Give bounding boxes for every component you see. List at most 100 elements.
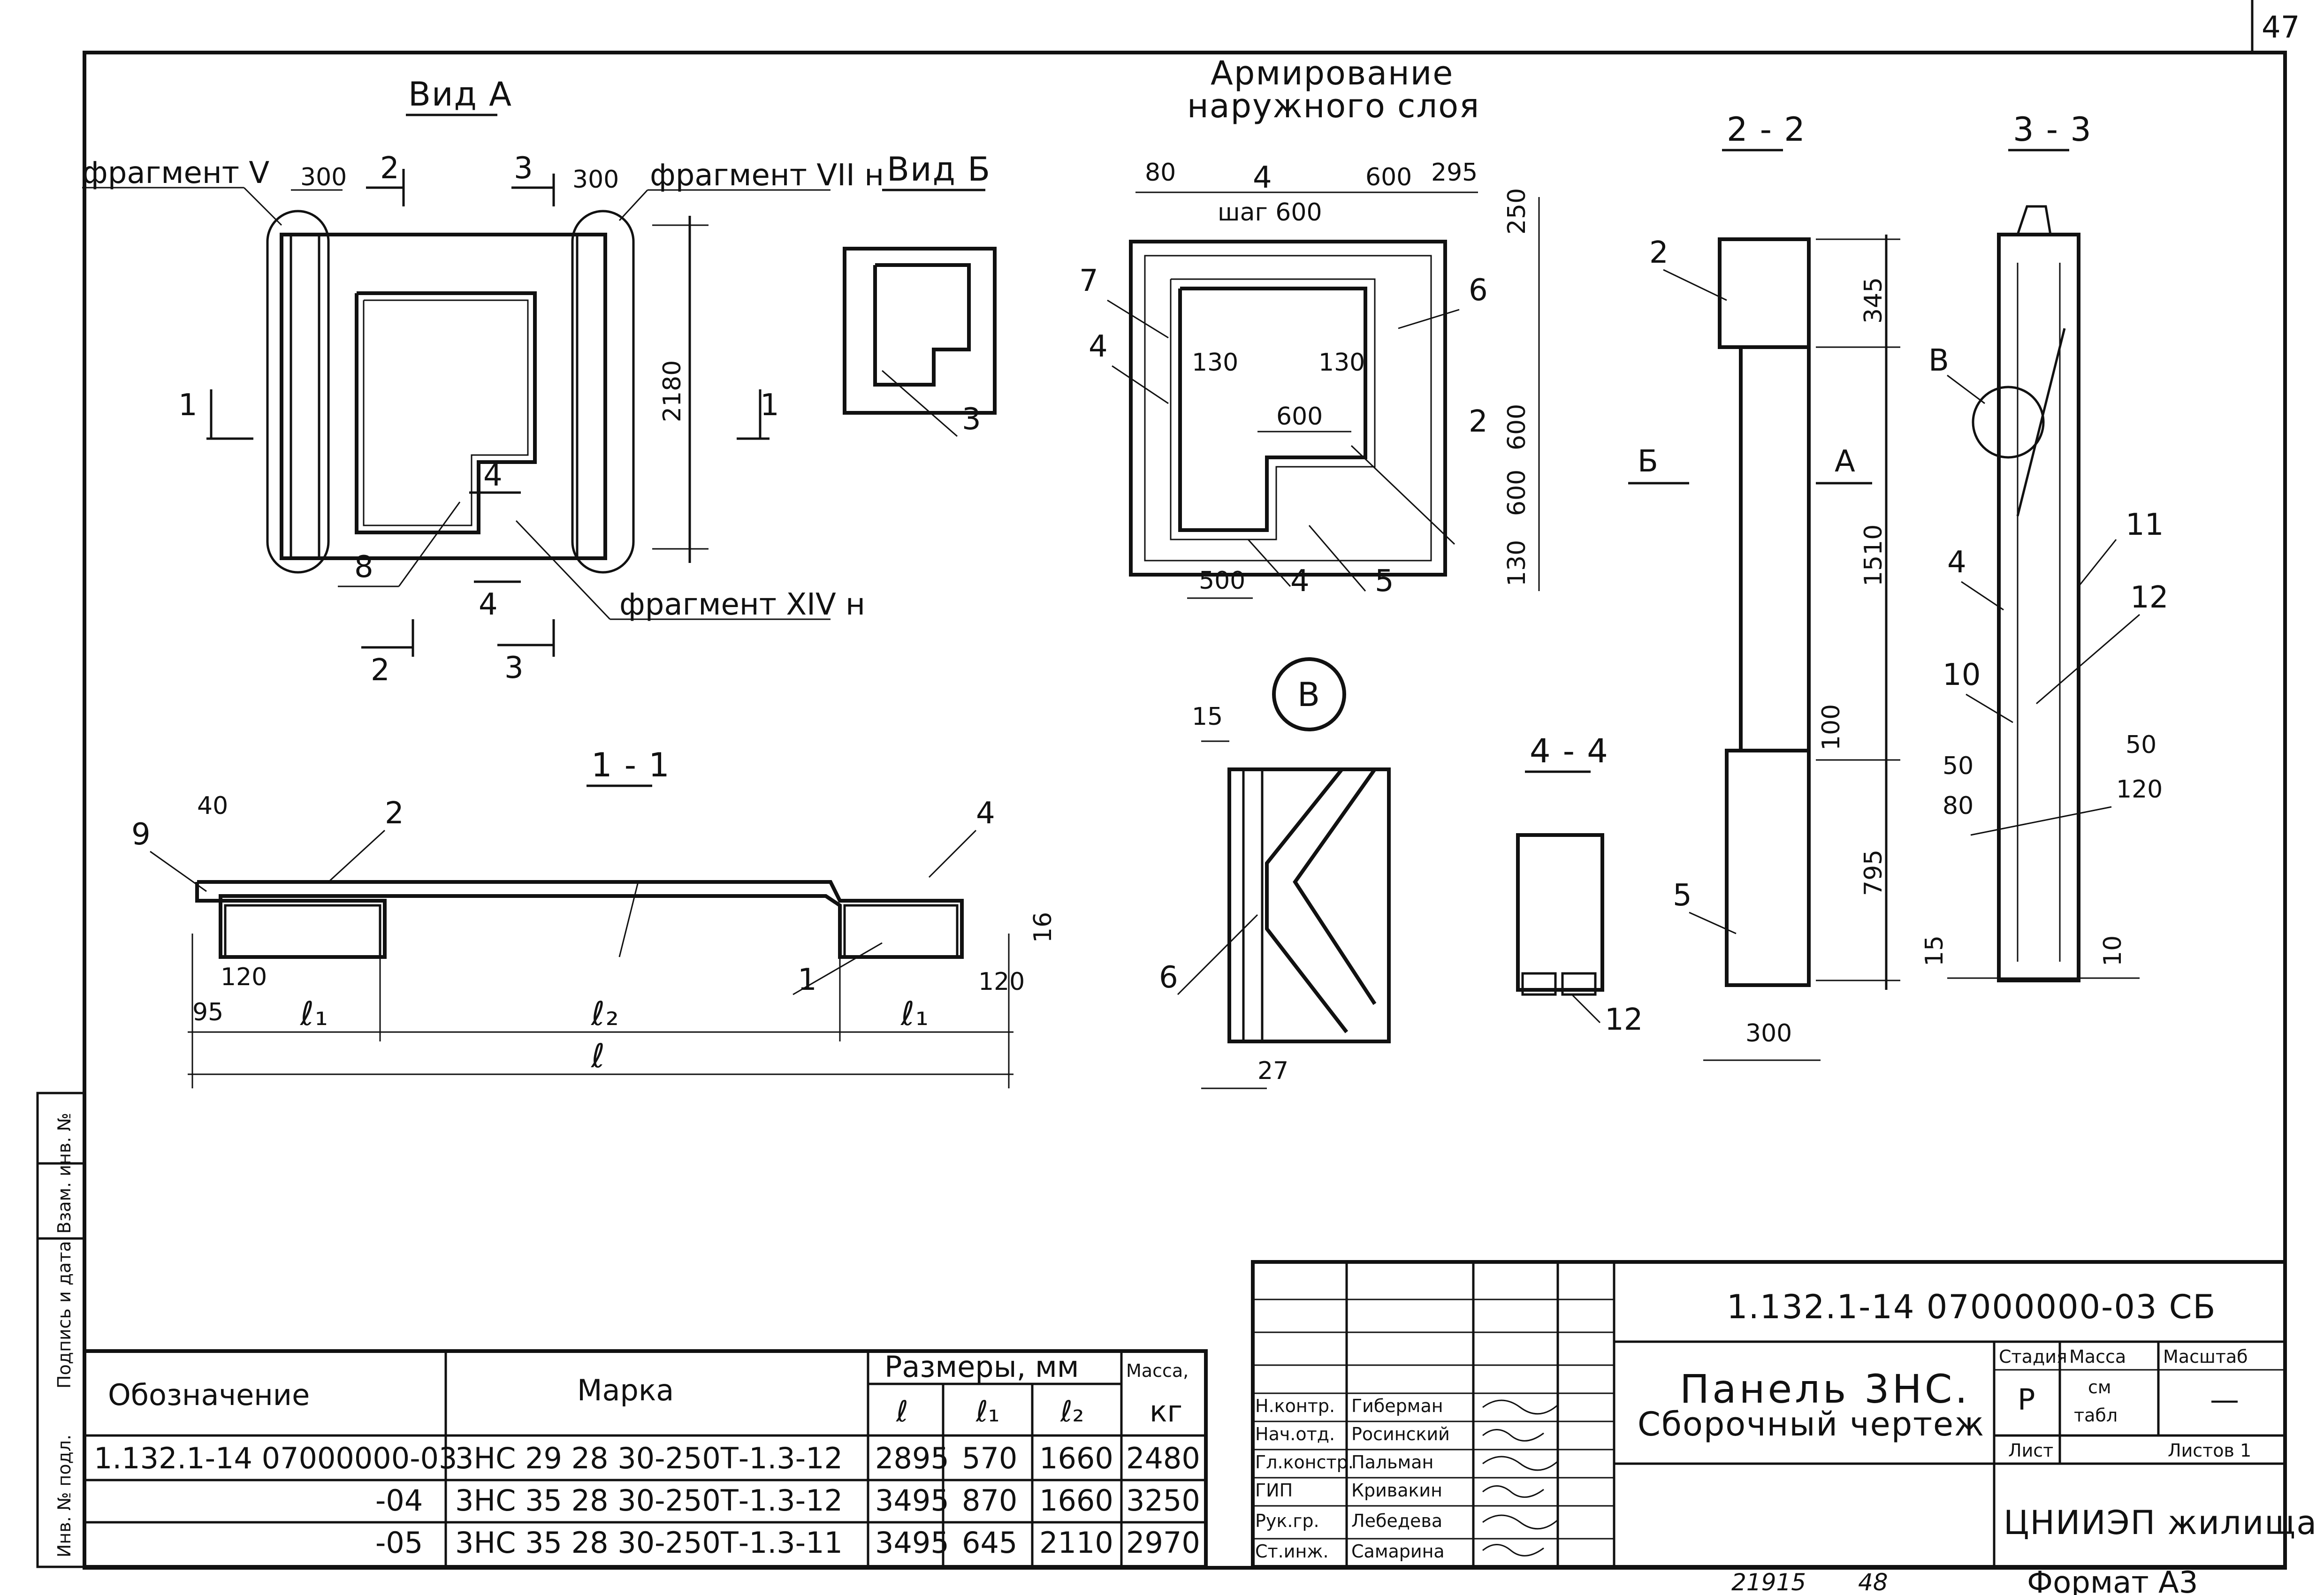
dim-600-r2: 600	[1503, 470, 1531, 516]
dim-300-left: 300	[300, 163, 347, 191]
label-3-viewb: 3	[962, 402, 981, 437]
section-mark-4-bottom: 4	[479, 587, 498, 622]
row3-l: 3495	[875, 1526, 949, 1560]
dim-1510: 1510	[1859, 524, 1888, 586]
side-stamp-sign: Подпись и дата	[54, 1241, 75, 1389]
row2-l1: 870	[962, 1483, 1017, 1518]
signer-name-4: Кривакин	[1351, 1480, 1442, 1501]
row3-l2: 2110	[1039, 1526, 1113, 1560]
signer-name-6: Самарина	[1351, 1541, 1445, 1562]
dim-95: 95	[192, 998, 223, 1026]
view-a-outline	[280, 233, 607, 560]
section-3-3: 3 - 3 В 11 4 12 10 50 50 120 80 15 10	[1920, 110, 2168, 982]
label-4-arm-bottom: 4	[1290, 564, 1310, 599]
label-6-arm: 6	[1469, 273, 1488, 308]
tb-listov-label: Листов 1	[2168, 1440, 2251, 1461]
signer-role-2: Нач.отд.	[1255, 1424, 1335, 1444]
row1-l2: 1660	[1039, 1441, 1113, 1475]
label-4-arm-top: 4	[1253, 160, 1272, 195]
dim-15-sec33: 15	[1920, 935, 1949, 966]
signer-name-5: Лебедева	[1351, 1511, 1442, 1531]
node-v-mark	[1272, 657, 1346, 731]
hdr-marka: Марка	[577, 1373, 674, 1407]
dim-120-left: 120	[221, 963, 267, 991]
hdr-l: ℓ	[896, 1394, 908, 1428]
dim-27: 27	[1257, 1057, 1288, 1085]
dim-shag-600: шаг 600	[1218, 198, 1322, 227]
label-9: 9	[131, 817, 151, 852]
signatures	[1482, 1399, 1558, 1557]
section-2-2: 2 - 2 345 1510 100 795 2 5 Б А 300	[1628, 110, 1900, 1061]
signer-name-1: Гиберман	[1351, 1396, 1443, 1416]
row1-oboz: 1.132.1-14 07000000-03	[94, 1441, 457, 1475]
label-6-nodev: 6	[1159, 960, 1178, 995]
hdr-l2: ℓ₂	[1060, 1394, 1084, 1428]
signer-name-2: Росинский	[1351, 1424, 1450, 1444]
tb-massa-1: см	[2088, 1377, 2111, 1398]
section-mark-3-bottom: 3	[504, 651, 524, 685]
title-block: 1.132.1-14 07000000-03 СБ Панель 3НС. Сб…	[1251, 1260, 2317, 1569]
footer-num2: 48	[1858, 1569, 1888, 1595]
dim-250: 250	[1503, 188, 1531, 235]
view-a-opening	[355, 291, 537, 534]
node-v-title: В	[1297, 676, 1321, 714]
section-mark-1-left: 1	[178, 388, 198, 423]
section-mark-3-top: 3	[514, 151, 533, 186]
label-4-sec11: 4	[976, 796, 995, 831]
footer-format: Формат А3	[2027, 1565, 2198, 1595]
row1-marka: 3НС 29 28 30-250Т-1.3-12	[455, 1441, 843, 1475]
tb-org: ЦНИИЭП жилища	[2004, 1504, 2317, 1542]
side-stamp-inv: Инв. № подл.	[54, 1435, 75, 1557]
dim-2180: 2180	[658, 360, 686, 422]
section-mark-2-top: 2	[380, 151, 399, 186]
row3-marka: 3НС 35 28 30-250Т-1.3-11	[455, 1526, 843, 1560]
label-2-sec22: 2	[1649, 235, 1669, 270]
label-4-sec33: 4	[1947, 545, 1966, 580]
armirovanie-title-1: Армирование	[1211, 54, 1454, 92]
row2-oboz: -04	[375, 1483, 423, 1518]
signer-role-1: Н.контр.	[1255, 1396, 1335, 1416]
row2-l: 3495	[875, 1483, 949, 1518]
row1-l: 2895	[875, 1441, 949, 1475]
row2-mass: 3250	[1126, 1483, 1200, 1518]
section-4-4-body	[1516, 833, 1604, 992]
dim-10-sec33: 10	[2099, 935, 2127, 966]
label-4-viewa: 4	[483, 458, 503, 493]
hdr-massa: Масса,	[1126, 1360, 1189, 1381]
signer-role-4: ГИП	[1255, 1480, 1293, 1501]
callout-frag-xiv: фрагмент XIV н	[619, 587, 865, 622]
row1-mass: 2480	[1126, 1441, 1200, 1475]
label-8: 8	[354, 550, 373, 585]
dim-15-nodev: 15	[1192, 703, 1223, 731]
tb-masshtab-label: Масштаб	[2163, 1346, 2248, 1367]
hdr-massa-unit: кг	[1150, 1394, 1182, 1428]
dim-120-right: 120	[978, 968, 1025, 996]
dim-80-sec33: 80	[1943, 792, 1973, 820]
tb-code: 1.132.1-14 07000000-03 СБ	[1727, 1288, 2217, 1326]
label-4-arm-left: 4	[1089, 329, 1108, 364]
signer-role-5: Рук.гр.	[1255, 1511, 1319, 1531]
view-a-title: Вид А	[408, 75, 512, 114]
section-3-3-title: 3 - 3	[2013, 110, 2092, 149]
tb-massa-2: табл	[2074, 1405, 2118, 1426]
row2-l2: 1660	[1039, 1483, 1113, 1518]
view-b-title: Вид Б	[887, 150, 991, 189]
view-a: Вид А 2180 фрагмент V 300 2 3 300 фрагме…	[82, 75, 884, 688]
signer-role-6: Ст.инж.	[1255, 1541, 1329, 1562]
callout-frag-v: фрагмент V	[82, 156, 269, 190]
dim-600-arm: 600	[1365, 163, 1412, 191]
label-2-arm: 2	[1469, 404, 1488, 439]
dim-300-right: 300	[572, 166, 619, 194]
dim-795: 795	[1859, 850, 1888, 896]
armirovanie-title-2: наружного слоя	[1187, 87, 1480, 125]
label-7: 7	[1079, 264, 1098, 298]
row1-l1: 570	[962, 1441, 1017, 1475]
dim-l1-left: ℓ₁	[300, 995, 329, 1033]
signer-role-3: Гл.констр.	[1255, 1452, 1354, 1473]
tb-stadiya: Р	[2018, 1382, 2035, 1417]
tb-masshtab: —	[2210, 1382, 2239, 1417]
dim-l2: ℓ₂	[591, 995, 620, 1033]
node-v-circle	[1972, 386, 2045, 459]
hdr-oboznachenie: Обозначение	[108, 1378, 310, 1412]
fragment-vii-oval	[571, 210, 635, 574]
